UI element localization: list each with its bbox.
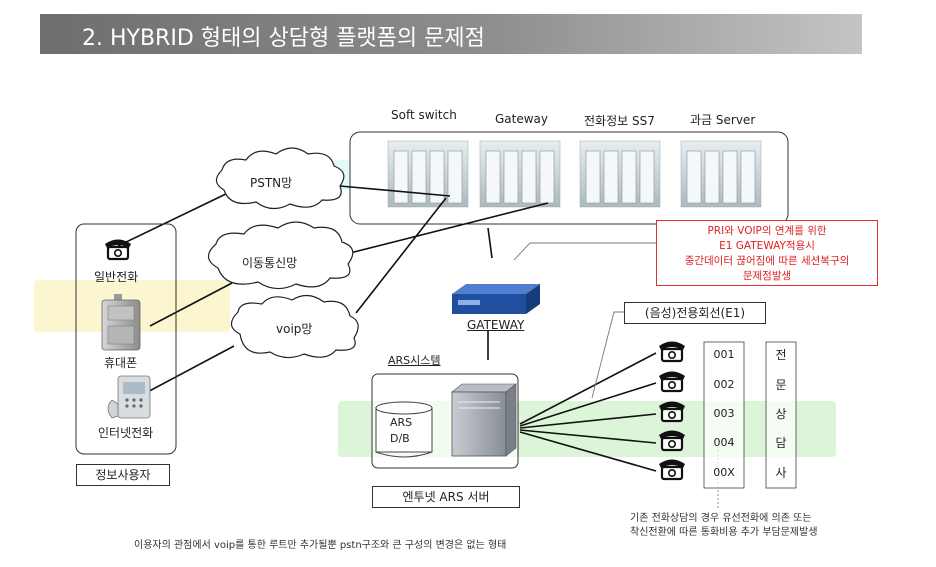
note-right-line2: 착신전환에 따른 통화비용 추가 부담문제발생 xyxy=(630,527,818,538)
server-image-billing xyxy=(680,140,762,208)
user-label-phone: 일반전화 xyxy=(94,270,139,284)
callout-line-3: 중간데이터 끊어짐에 따른 세션복구의 xyxy=(684,255,850,267)
counselor-phone-icon-3 xyxy=(657,400,687,423)
server-label-soft-switch: Soft switch xyxy=(391,108,457,122)
gateway-device-label: GATEWAY xyxy=(467,318,525,332)
cloud-pstn xyxy=(215,147,345,210)
note-right-line1: 기존 전화상담의 경우 유선전화에 의존 또는 xyxy=(630,513,812,524)
user-group-box xyxy=(75,223,177,455)
user-label-mobile: 휴대폰 xyxy=(104,356,138,370)
counselor-number-1: 001 xyxy=(713,348,735,361)
server-image-ss7 xyxy=(579,140,661,208)
counselor-char-1: 전 xyxy=(775,348,787,362)
counselor-char-2: 문 xyxy=(775,378,787,392)
server-label-gateway: Gateway xyxy=(495,112,549,126)
connection-lines xyxy=(117,185,657,472)
ars-server-label: 엔투넷 ARS 서버 xyxy=(372,486,520,508)
counselor-number-4: 004 xyxy=(713,436,735,449)
cloud-label-pstn: PSTN망 xyxy=(250,176,293,190)
cloud-mobile xyxy=(207,221,354,290)
callout-line-2: E1 GATEWAY적용시 xyxy=(719,240,815,252)
dedicated-line-label: (음성)전용회선(E1) xyxy=(624,302,766,324)
counselor-phone-icon-2 xyxy=(657,370,687,393)
callout-line-1: PRI와 VOIP의 연계를 위한 xyxy=(707,225,827,237)
counselor-number-2: 002 xyxy=(713,378,735,391)
pointer-lines xyxy=(513,242,656,399)
ars-system-label: ARS시스템 xyxy=(388,354,441,367)
ars-server-icon xyxy=(451,383,517,457)
internet-phone-icon xyxy=(107,375,151,419)
page-title: 2. HYBRID 형태의 상담형 플랫폼의 문제점 xyxy=(82,26,485,51)
counselor-phone-icon-4 xyxy=(657,429,687,452)
counselor-char-5: 사 xyxy=(775,466,787,480)
note-bottom: 이용자의 관점에서 voip를 통한 루트만 추가될뿐 pstn구조와 큰 구성… xyxy=(134,540,507,551)
counselor-number-3: 003 xyxy=(713,407,735,420)
database-label-line1: ARS xyxy=(390,416,413,429)
landline-phone-icon xyxy=(103,238,133,261)
char-column-box xyxy=(765,341,797,489)
cloud-label-mobile: 이동통신망 xyxy=(242,256,298,270)
user-label-internet-phone: 인터넷전화 xyxy=(98,426,154,440)
counselor-char-3: 상 xyxy=(775,407,787,421)
counselor-char-4: 담 xyxy=(775,436,787,450)
server-image-soft-switch xyxy=(387,140,469,208)
title-bar: 2. HYBRID 형태의 상담형 플랫폼의 문제점 xyxy=(40,14,862,54)
server-label-ss7: 전화정보 SS7 xyxy=(584,114,655,128)
mobile-phone-icon xyxy=(101,294,141,351)
counselor-number-5: 00X xyxy=(713,466,735,479)
server-image-gateway xyxy=(479,140,561,208)
server-label-billing: 과금 Server xyxy=(690,113,756,127)
gateway-issue-callout: PRI와 VOIP의 연계를 위한 E1 GATEWAY적용시 중간데이터 끊어… xyxy=(656,220,878,286)
user-group-label: 정보사용자 xyxy=(76,464,170,486)
number-column-box xyxy=(703,341,745,489)
database-label-line2: D/B xyxy=(390,432,410,445)
callout-line-4: 문제점발생 xyxy=(742,270,792,282)
counselor-phone-icon-1 xyxy=(657,340,687,363)
cloud-label-voip: voip망 xyxy=(276,322,313,336)
database-icon xyxy=(375,401,433,458)
gateway-device-icon xyxy=(452,284,540,314)
counselor-phone-icon-5 xyxy=(657,458,687,481)
cloud-voip xyxy=(230,294,359,359)
